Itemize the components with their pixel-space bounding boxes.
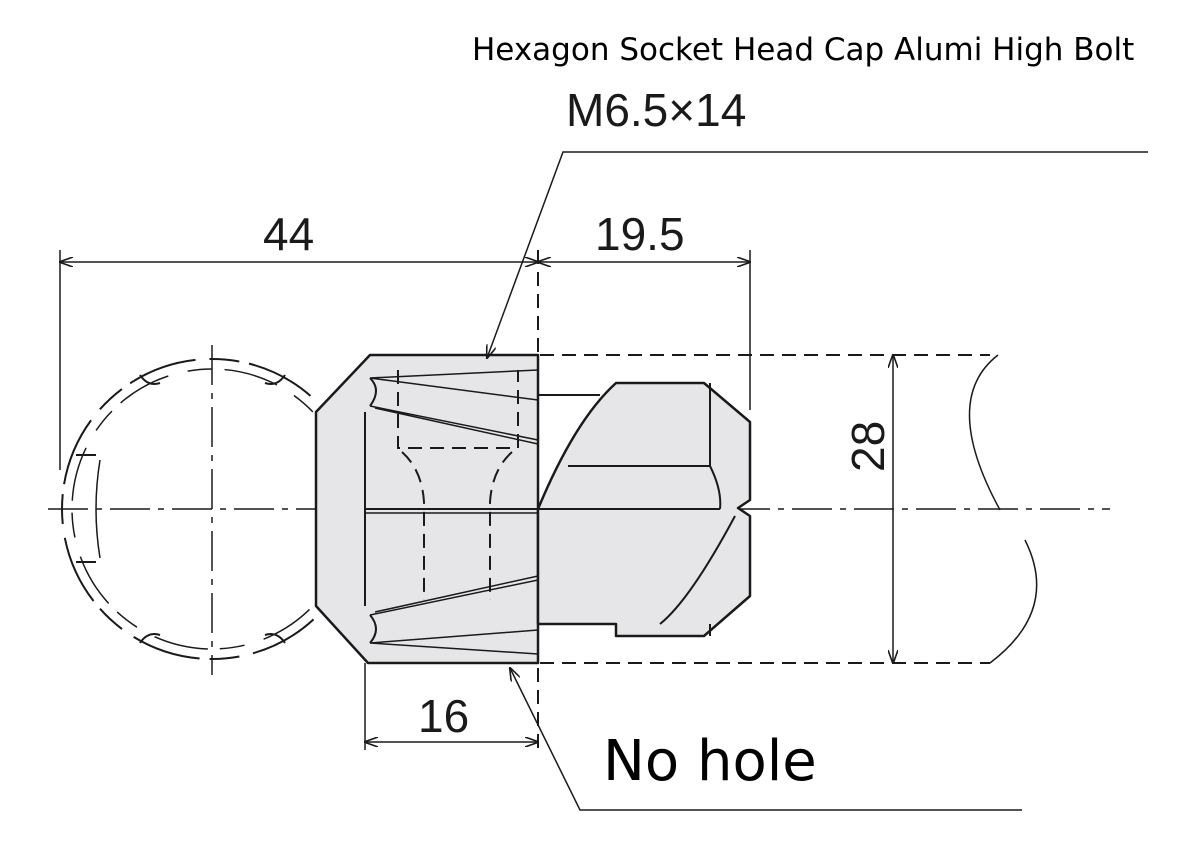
dim-19-5-label: 19.5 bbox=[595, 208, 685, 260]
dim-16-label: 16 bbox=[418, 690, 469, 742]
bolt-leader-line bbox=[487, 151, 1148, 358]
bolt-head bbox=[536, 381, 752, 638]
no-hole-leader-line bbox=[510, 668, 1022, 811]
drawing-title: Hexagon Socket Head Cap Alumi High Bolt bbox=[472, 32, 1134, 68]
no-hole-note: No hole bbox=[603, 729, 817, 794]
bolt-spec-label: M6.5×14 bbox=[566, 84, 746, 136]
dim-44-label: 44 bbox=[263, 208, 314, 260]
connector-body bbox=[314, 353, 540, 665]
extension-lines bbox=[59, 250, 1038, 750]
dim-28-label: 28 bbox=[842, 421, 894, 472]
